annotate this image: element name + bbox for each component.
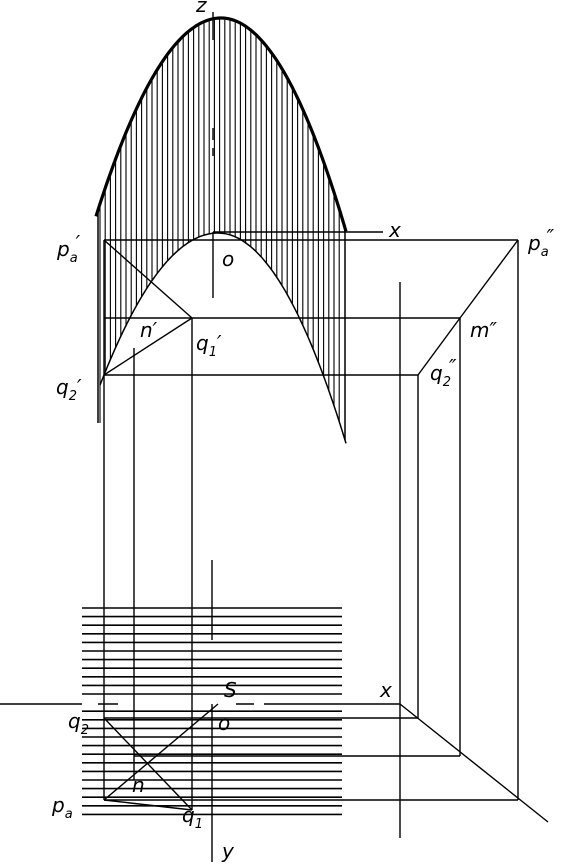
label-z: z (195, 0, 207, 17)
label-q2-prime: q2′ (56, 375, 82, 404)
diag-top-outer (459, 239, 519, 319)
label-n: n (132, 773, 145, 797)
outer-parabola (94, 16, 348, 232)
label-pa-prime: pa′ (56, 231, 81, 266)
label-q1: q1 (182, 803, 203, 832)
diag-top-inner (417, 317, 461, 376)
q1-prime-to-q2-prime (103, 317, 193, 376)
label-o-bottom: o (218, 711, 230, 735)
label-S: S (224, 678, 237, 702)
pa-prime-to-q1-prime (103, 239, 193, 319)
label-q2-double-prime: q2″ (430, 355, 457, 390)
label-x-bottom: x (379, 678, 392, 702)
label-pa-double-prime: pa″ (527, 225, 555, 260)
label-x-top: x (388, 218, 401, 242)
label-pa: pa (51, 793, 73, 822)
front-view-curves (94, 16, 348, 444)
label-q2: q2 (68, 709, 89, 738)
top-view-hatching (82, 607, 342, 816)
front-view-hatching (99, 19, 340, 423)
top-view-diag-1 (103, 717, 193, 811)
label-m-double-prime: m″ (470, 318, 497, 342)
label-o-top: o (222, 247, 234, 271)
construction-lines (0, 12, 549, 862)
label-q1-prime: q1′ (196, 331, 222, 360)
label-n-prime: n′ (140, 318, 158, 342)
inner-parabola (99, 232, 347, 444)
labels: z x o pa′ pa″ n′ q1′ m″ q2′ q2″ S x o q2… (51, 0, 555, 863)
label-y: y (221, 839, 235, 863)
diag-bottom (399, 703, 549, 823)
